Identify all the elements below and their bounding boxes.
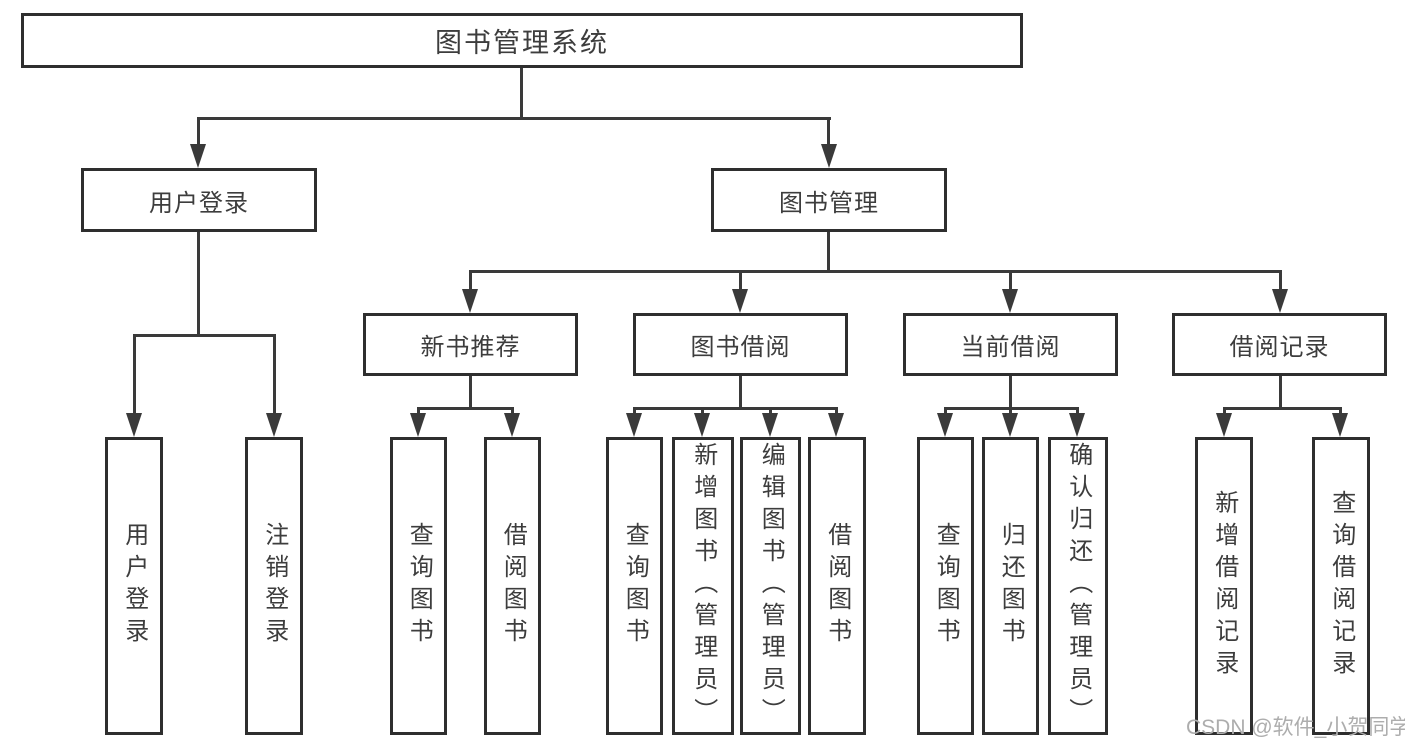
- node-label: 借阅图书: [499, 522, 527, 650]
- connector-vline: [520, 68, 523, 118]
- arrow-down-icon: [504, 413, 520, 437]
- node-borrow-records: 借阅记录: [1172, 313, 1387, 376]
- csdn-watermark: CSDN @软件_小贺同学: [1186, 716, 1405, 739]
- leaf-edit-book-admin: 编辑图书（管理员）: [740, 437, 801, 735]
- node-label: 查询借阅记录: [1327, 490, 1355, 682]
- connector-vline: [1279, 376, 1282, 409]
- leaf-query-book-borrow: 查询图书: [606, 437, 663, 735]
- connector-vline: [739, 270, 742, 291]
- leaf-query-book-recommend: 查询图书: [390, 437, 447, 735]
- leaf-confirm-return-admin: 确认归还（管理员）: [1048, 437, 1108, 735]
- arrow-down-icon: [828, 413, 844, 437]
- arrow-down-icon: [1272, 289, 1288, 313]
- connector-hline: [469, 270, 1282, 273]
- connector-hline: [133, 334, 276, 337]
- connector-vline: [1279, 270, 1282, 291]
- connector-vline: [197, 117, 200, 146]
- connector-vline: [944, 407, 947, 415]
- leaf-logout: 注销登录: [245, 437, 303, 735]
- arrow-down-icon: [1332, 413, 1348, 437]
- arrow-down-icon: [462, 289, 478, 313]
- leaf-query-borrow-record: 查询借阅记录: [1312, 437, 1370, 735]
- connector-vline: [133, 334, 136, 415]
- node-book-management: 图书管理: [711, 168, 947, 232]
- arrow-down-icon: [126, 413, 142, 437]
- leaf-query-book-current: 查询图书: [917, 437, 974, 735]
- node-book-borrow: 图书借阅: [633, 313, 848, 376]
- connector-vline: [835, 407, 838, 415]
- arrow-down-icon: [1002, 289, 1018, 313]
- arrow-down-icon: [1002, 413, 1018, 437]
- node-label: 注销登录: [260, 522, 288, 650]
- connector-vline: [417, 407, 420, 415]
- arrow-down-icon: [937, 413, 953, 437]
- connector-vline: [1009, 270, 1012, 291]
- node-label: 图书管理: [779, 189, 879, 217]
- arrow-down-icon: [732, 289, 748, 313]
- node-label: 新增借阅记录: [1210, 490, 1238, 682]
- arrow-down-icon: [1069, 413, 1085, 437]
- arrow-down-icon: [1216, 413, 1232, 437]
- connector-hline: [1223, 407, 1342, 410]
- node-label: 借阅记录: [1229, 334, 1330, 361]
- node-label: 图书管理系统: [435, 28, 609, 58]
- connector-vline: [469, 270, 472, 291]
- leaf-user-login: 用户登录: [105, 437, 163, 735]
- arrow-down-icon: [821, 144, 837, 168]
- node-current-borrow: 当前借阅: [903, 313, 1118, 376]
- connector-vline: [769, 407, 772, 415]
- leaf-borrow-book: 借阅图书: [808, 437, 866, 735]
- leaf-return-book: 归还图书: [982, 437, 1039, 735]
- arrow-down-icon: [762, 413, 778, 437]
- connector-vline: [739, 376, 742, 409]
- node-label: 当前借阅: [960, 334, 1061, 361]
- connector-vline: [1223, 407, 1226, 415]
- connector-vline: [1009, 407, 1012, 415]
- node-label: 查询图书: [621, 522, 649, 650]
- arrow-down-icon: [694, 413, 710, 437]
- connector-vline: [1009, 376, 1012, 409]
- connector-vline: [273, 334, 276, 415]
- arrow-down-icon: [626, 413, 642, 437]
- node-label: 确认归还（管理员）: [1064, 442, 1092, 730]
- leaf-borrow-book-recommend: 借阅图书: [484, 437, 541, 735]
- connector-hline: [417, 407, 514, 410]
- node-user-login: 用户登录: [81, 168, 317, 232]
- arrow-down-icon: [266, 413, 282, 437]
- node-label: 新书推荐: [420, 334, 521, 361]
- connector-vline: [469, 376, 472, 409]
- connector-vline: [1076, 407, 1079, 415]
- arrow-down-icon: [410, 413, 426, 437]
- node-root-library-system: 图书管理系统: [21, 13, 1023, 68]
- connector-vline: [633, 407, 636, 415]
- connector-vline: [827, 232, 830, 273]
- connector-vline: [511, 407, 514, 415]
- node-new-book-recommend: 新书推荐: [363, 313, 578, 376]
- node-label: 编辑图书（管理员）: [757, 442, 785, 730]
- node-label: 归还图书: [997, 522, 1025, 650]
- node-label: 查询图书: [932, 522, 960, 650]
- connector-hline: [197, 117, 831, 120]
- node-label: 借阅图书: [823, 522, 851, 650]
- node-label: 查询图书: [405, 522, 433, 650]
- leaf-add-book-admin: 新增图书（管理员）: [672, 437, 734, 735]
- connector-vline: [1339, 407, 1342, 415]
- node-label: 图书借阅: [690, 334, 791, 361]
- leaf-add-borrow-record: 新增借阅记录: [1195, 437, 1253, 735]
- arrow-down-icon: [190, 144, 206, 168]
- connector-hline: [633, 407, 838, 410]
- node-label: 用户登录: [149, 189, 249, 217]
- connector-vline: [827, 117, 830, 146]
- connector-vline: [701, 407, 704, 415]
- node-label: 新增图书（管理员）: [689, 442, 717, 730]
- node-label: 用户登录: [120, 522, 148, 650]
- connector-vline: [197, 232, 200, 336]
